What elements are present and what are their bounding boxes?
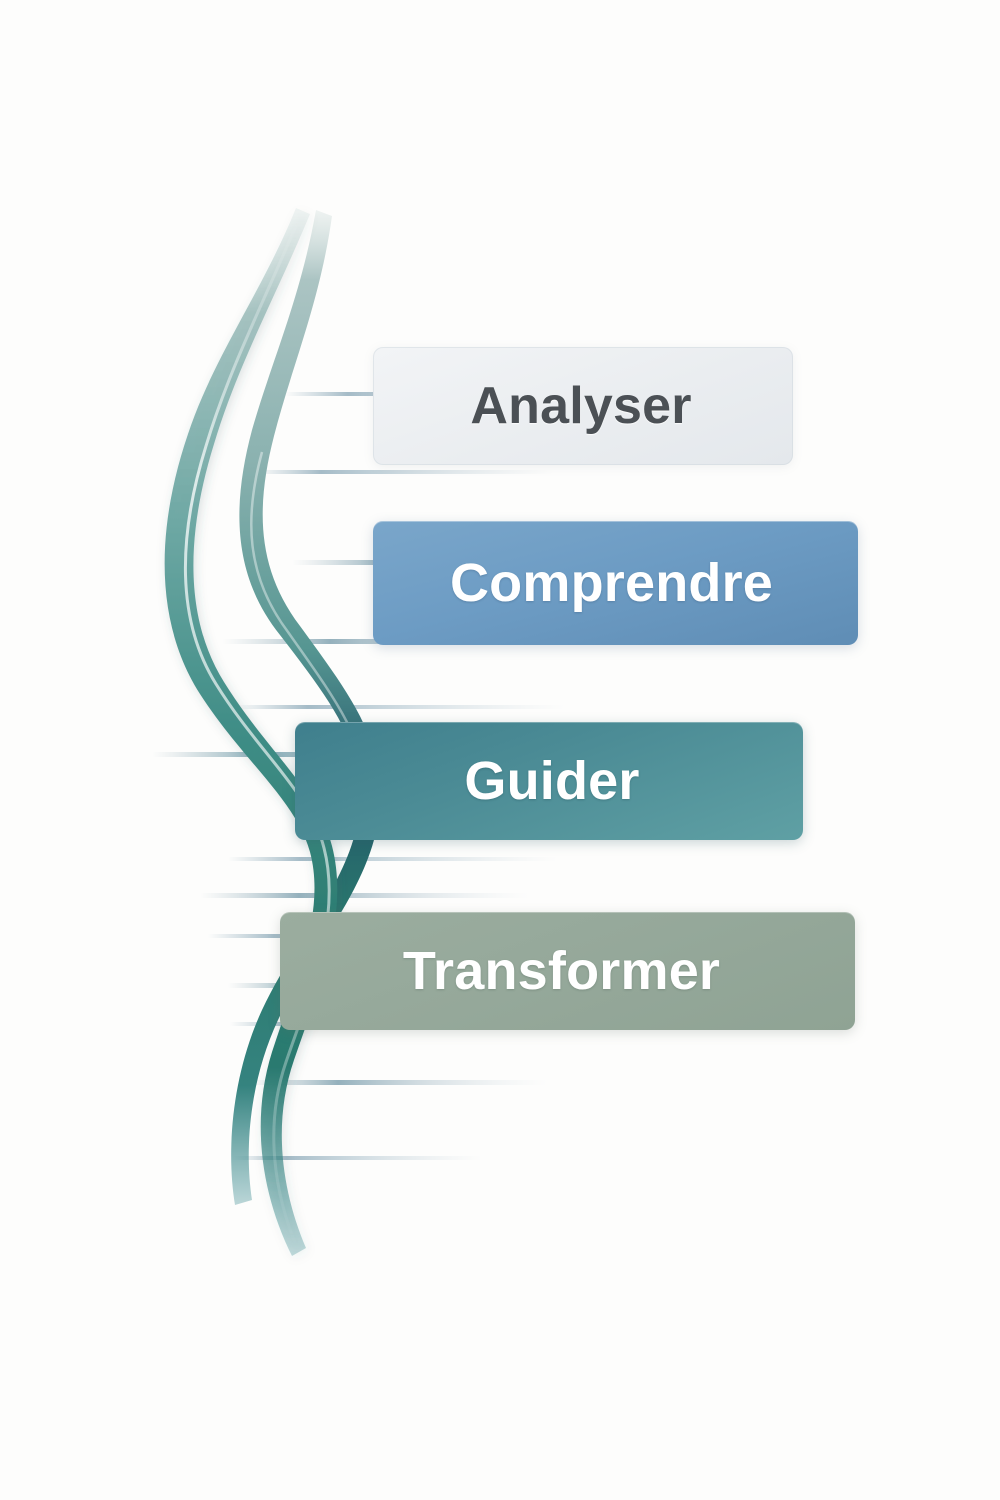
step-label-guider: Guider [464,751,640,811]
helix-strand-back [231,210,381,1205]
step-bar-comprendre[interactable]: Comprendre [373,521,858,645]
step-bar-transformer[interactable]: Transformer [280,912,855,1030]
step-bar-guider[interactable]: Guider [295,722,803,840]
step-label-analyser: Analyser [470,377,692,435]
step-label-comprendre: Comprendre [449,553,774,613]
step-bar-analyser[interactable]: Analyser [373,347,793,465]
step-label-transformer: Transformer [402,941,721,1001]
